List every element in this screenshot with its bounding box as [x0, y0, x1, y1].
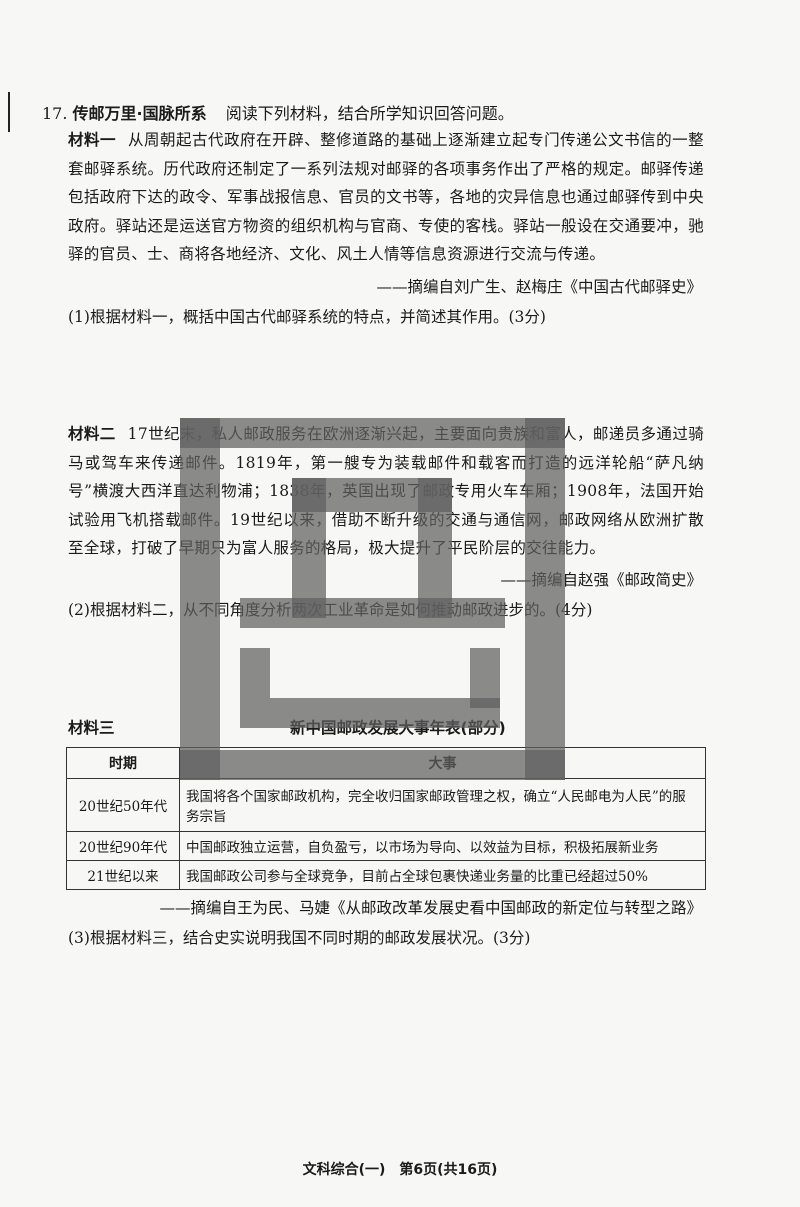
row-event: 我国邮政公司参与全球竞争，目前占全球包裹快递业务量的比重已经超过50% — [179, 860, 706, 890]
material1-paragraph: 材料一从周朝起古代政府在开辟、整修道路的基础上逐渐建立起专门传递公文书信的一整套… — [68, 126, 704, 269]
row-event: 中国邮政独立运营，自负盈亏，以市场为导向、以效益为目标，积极拓展新业务 — [179, 831, 706, 861]
material3-source: ——摘编自王为民、马婕《从邮政改革发展史看中国邮政的新定位与转型之路》 — [159, 899, 702, 917]
watermark-logo — [180, 418, 565, 780]
table-row: 20世纪90年代 中国邮政独立运营，自负盈亏，以市场为导向、以效益为目标，积极拓… — [66, 831, 706, 861]
material1-text: 从周朝起古代政府在开辟、整修道路的基础上逐渐建立起专门传递公文书信的一整套邮驿系… — [68, 131, 704, 263]
question-instruction: 阅读下列材料，结合所学知识回答问题。 — [225, 104, 514, 123]
page-footer: 文科综合(一) 第6页(共16页) — [302, 1162, 498, 1178]
table-row: 21世纪以来 我国邮政公司参与全球竞争，目前占全球包裹快递业务量的比重已经超过5… — [66, 860, 706, 890]
row-event: 我国将各个国家邮政机构，完全收归国家邮政管理之权，确立“人民邮电为人民”的服务宗… — [179, 778, 706, 832]
question-header: 17. 传邮万里·国脉所系 阅读下列材料，结合所学知识回答问题。 — [42, 100, 514, 124]
question-topic: 传邮万里·国脉所系 — [72, 104, 207, 123]
question-number: 17. — [42, 104, 68, 123]
row-period: 21世纪以来 — [66, 860, 180, 890]
subquestion-1: (1)根据材料一，概括中国古代邮驿系统的特点，并简述其作用。(3分) — [68, 308, 546, 326]
row-period: 20世纪90年代 — [66, 831, 180, 861]
row-period: 20世纪50年代 — [66, 778, 180, 832]
material1-label: 材料一 — [68, 131, 117, 149]
subquestion-3: (3)根据材料三，结合史实说明我国不同时期的邮政发展状况。(3分) — [68, 929, 531, 947]
material3-label: 材料三 — [68, 719, 115, 737]
material2-label: 材料二 — [68, 425, 116, 443]
material1-source: ——摘编自刘广生、赵梅庄《中国古代邮驿史》 — [376, 278, 702, 296]
margin-mark — [8, 92, 10, 132]
header-period: 时期 — [66, 747, 180, 779]
table-row: 20世纪50年代 我国将各个国家邮政机构，完全收归国家邮政管理之权，确立“人民邮… — [66, 778, 706, 832]
